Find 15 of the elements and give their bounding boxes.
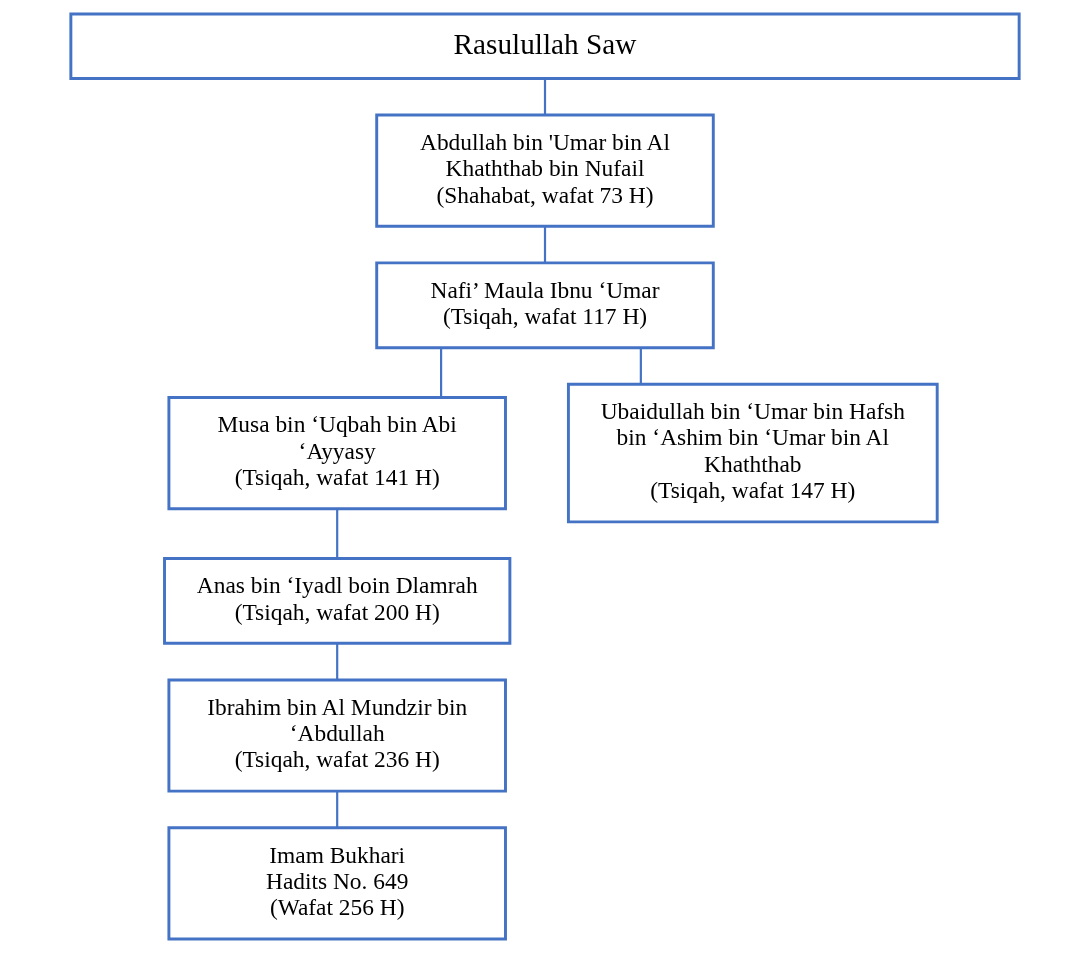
node-box: Ibrahim bin Al Mundzir bin ‘Abdullah (Tsiqah, wafat 236 H) (166, 678, 507, 793)
connector (439, 348, 442, 398)
connector (335, 508, 338, 559)
node-box: Rasulullah Saw (68, 12, 1021, 80)
connector (543, 78, 546, 115)
connector (543, 226, 546, 263)
connector (335, 791, 338, 828)
node-box: Nafi’ Maula Ibnu ‘Umar (Tsiqah, wafat 117 H) (374, 261, 715, 350)
connector (639, 348, 642, 384)
node-box: Anas bin ‘Iyadl boin Dlamrah (Tsiqah, wafat 200 H) (162, 557, 511, 645)
node-box: Abdullah bin 'Umar bin Al Khaththab bin Nufail (Shahabat, wafat 73 H) (374, 113, 715, 228)
node-box: Ubaidullah bin ‘Umar bin Hafsh bin ‘Ashim bin ‘Umar bin Al Khaththab (Tsiqah, wafat 147 H) (566, 382, 939, 524)
node-box: Imam Bukhari Hadits No. 649 (Wafat 256 H) (166, 826, 507, 941)
node-box: Musa bin ‘Uqbah bin Abi ‘Ayyasy (Tsiqah, wafat 141 H) (166, 396, 507, 511)
connector (335, 643, 338, 680)
